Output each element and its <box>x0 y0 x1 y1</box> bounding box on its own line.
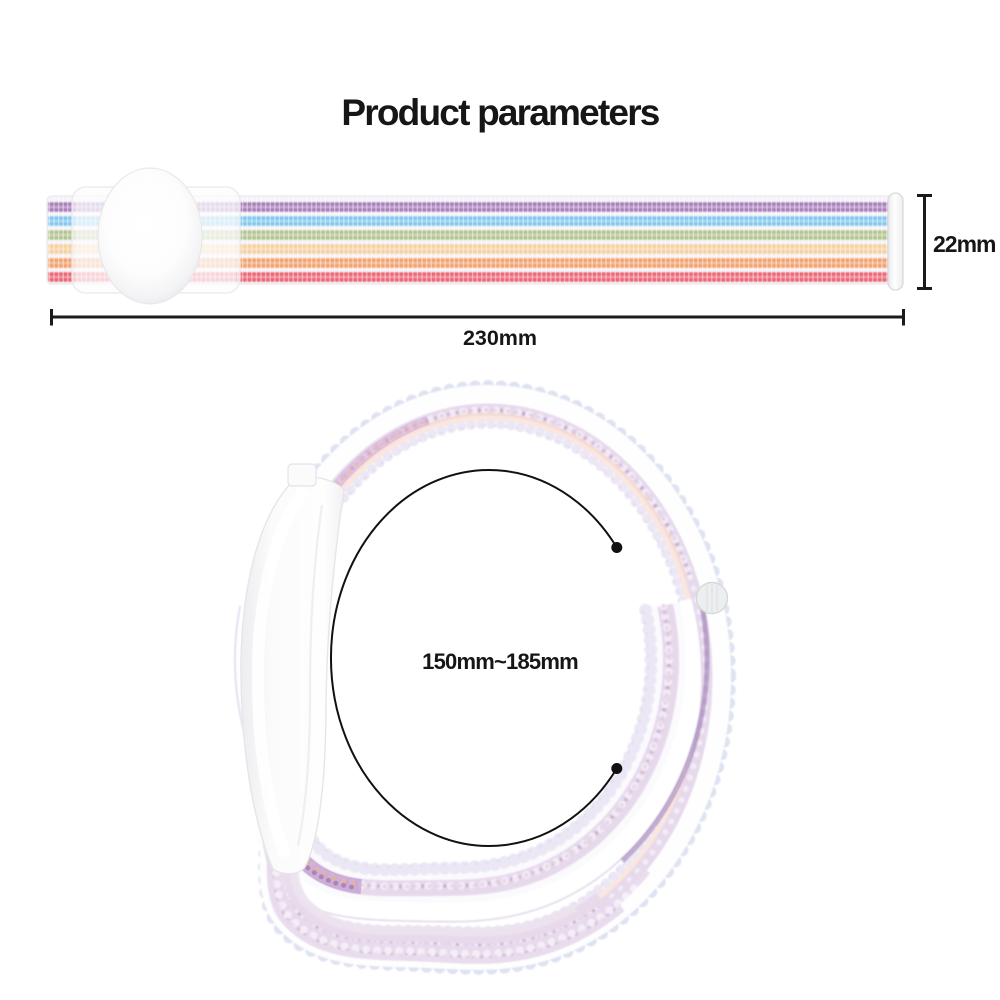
svg-text:Product parameters: Product parameters <box>341 92 659 133</box>
svg-text:150mm~185mm: 150mm~185mm <box>422 649 578 674</box>
svg-text:230mm: 230mm <box>463 326 537 350</box>
svg-text:22mm: 22mm <box>933 231 996 257</box>
